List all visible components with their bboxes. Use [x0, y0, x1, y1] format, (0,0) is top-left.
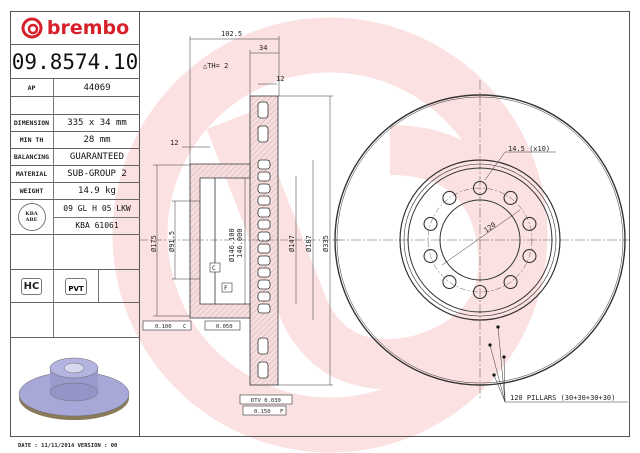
datum-c: C: [212, 265, 216, 272]
spec-row: MIN TH 28 mm: [10, 132, 140, 149]
tol-dtv: DTV 0.030: [251, 398, 281, 404]
dim-d335: Ø335: [322, 235, 330, 252]
bolt-hole: [472, 284, 488, 300]
dim-delta-th: △TH= 2: [203, 62, 228, 70]
spec-label: WEIGHT: [10, 183, 54, 199]
blank-row: [10, 303, 140, 338]
vent-channel: [257, 159, 271, 170]
bolt-hole: [522, 249, 537, 264]
spec-label: AP: [10, 79, 54, 96]
bolt-hole: [442, 275, 457, 290]
dim-d187: Ø187: [305, 235, 313, 252]
disc-render-image: [18, 357, 130, 420]
tol-parallelism-ref: C: [183, 324, 186, 330]
spec-row: [10, 97, 140, 115]
spec-label: MATERIAL: [10, 166, 54, 182]
tol-parallelism: 0.100: [155, 324, 172, 330]
vent-channel: [257, 303, 271, 314]
hc-badge: HC: [10, 270, 54, 302]
datum-f: F: [224, 285, 228, 292]
vent-channel: [257, 255, 271, 266]
blank-row: [10, 235, 140, 270]
brembo-mark-icon: [21, 17, 43, 38]
spec-row: BALANCING GUARANTEED: [10, 149, 140, 166]
bolt-hole: [503, 190, 518, 205]
front-view: [334, 80, 630, 403]
vent-channel: [257, 171, 271, 182]
tol-runout-ref: F: [280, 409, 283, 415]
vent-channel: [257, 279, 271, 290]
dim-d147: Ø147: [288, 235, 296, 252]
info-panel: brembo 09.8574.10 AP 44069 DIMENSION 335 x…: [10, 11, 140, 437]
dim-rib-12: 12: [276, 75, 284, 83]
spec-value: GUARANTEED: [69, 152, 125, 162]
tol-runout: 0.150: [254, 409, 271, 415]
bolt-hole: [423, 216, 438, 231]
pillars-label: 120 PILLARS (30+30+30+30): [510, 394, 615, 402]
bolt-hole-label: 14.5 (x10): [508, 145, 550, 153]
brand-name: brembo: [46, 16, 130, 39]
dim-thickness: 34: [259, 44, 267, 52]
date-version: DATE : 11/11/2014 VERSION : 00: [18, 443, 118, 449]
spec-row: WEIGHT 14.9 kg: [10, 183, 140, 200]
kba-approval: 09 GL H 05 LKW: [54, 200, 140, 218]
spec-label: BALANCING: [10, 149, 54, 165]
spec-value: 28 mm: [83, 135, 111, 145]
dim-flange-12: 12: [170, 139, 178, 147]
tol-flatness: 0.050: [216, 324, 233, 330]
pvt-icon: PVT: [65, 277, 87, 295]
brembo-logo: brembo: [10, 11, 140, 44]
vent-channel: [257, 291, 271, 302]
spec-label: [10, 97, 54, 114]
spec-value: 14.9 kg: [78, 186, 116, 196]
dim-overall-width: 102.5: [221, 30, 242, 38]
hc-icon: HC: [20, 277, 43, 295]
kba-number: KBA 61061: [75, 221, 119, 231]
bolt-hole: [423, 249, 438, 264]
spec-value: 335 x 34 mm: [67, 118, 127, 128]
kba-abe-badge: KBA ABE: [10, 200, 54, 234]
spec-row: DIMENSION 335 x 34 mm: [10, 115, 140, 132]
dim-d91-5: Ø91.5: [168, 231, 176, 252]
part-number: 09.8574.10: [11, 49, 139, 74]
vent-channel: [257, 267, 271, 278]
drawing-frame: [10, 11, 630, 437]
spec-value: 44069: [83, 82, 111, 93]
spec-row: MATERIAL SUB-GROUP 2: [10, 166, 140, 183]
bolt-hole: [503, 275, 518, 290]
vent-channel: [257, 195, 271, 206]
kba-row: KBA ABE 09 GL H 05 LKW KBA 61061: [10, 200, 140, 235]
disc-3d-render: [10, 338, 140, 437]
bolt-hole: [472, 180, 488, 196]
kba-badge-text: KBA ABE: [17, 203, 46, 231]
vent-channel: [257, 231, 271, 242]
spec-row: AP 44069: [10, 79, 140, 97]
bolt-hole: [522, 216, 537, 231]
badge-row: HC PVT: [10, 270, 140, 303]
vent-channel: [257, 207, 271, 218]
vent-channel: [257, 243, 271, 254]
pcd-label: 120: [483, 221, 498, 235]
bolt-hole: [442, 190, 457, 205]
spec-label: MIN TH: [10, 132, 54, 148]
logo-row: brembo: [10, 11, 140, 45]
dim-d146-max: Ø146.100: [228, 228, 236, 262]
spec-value: SUB-GROUP 2: [67, 169, 127, 179]
dim-d175: Ø175: [150, 235, 158, 252]
section-view: [140, 36, 340, 416]
dim-d146-min: 146.000: [236, 228, 244, 258]
part-number-row: 09.8574.10: [10, 45, 140, 79]
vent-channel: [257, 219, 271, 230]
pvt-badge: PVT: [54, 270, 99, 302]
vent-channel: [257, 183, 271, 194]
spec-label: DIMENSION: [10, 115, 54, 131]
